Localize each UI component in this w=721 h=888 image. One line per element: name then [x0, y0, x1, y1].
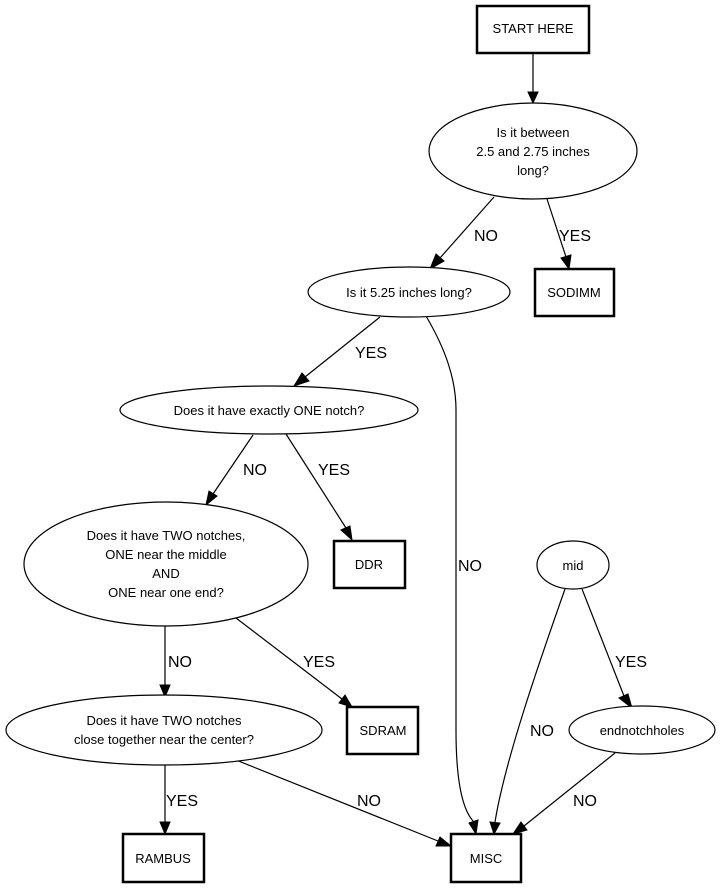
node-label: Does it have TWO notches — [86, 713, 242, 728]
edge-endnotchholes-to-misc: NO — [511, 752, 616, 835]
edge-label-yes: YES — [318, 462, 350, 479]
edge-q-length-525-to-misc: NO — [425, 315, 482, 836]
edge-label-no: NO — [474, 228, 498, 245]
node-mid: mid — [536, 540, 610, 590]
node-label: RAMBUS — [135, 851, 191, 866]
edge-label-yes: YES — [355, 345, 387, 362]
node-label: ONE near the middle — [105, 547, 226, 562]
edge-q-two-notches-mid-end-to-sdram: YES — [235, 617, 354, 708]
node-label: endnotchholes — [600, 723, 685, 738]
node-label: close together near the center? — [74, 732, 254, 747]
node-q-two-notches-mid-end: Does it have TWO notches, ONE near the m… — [23, 501, 309, 627]
node-label: SODIMM — [547, 285, 600, 300]
edge-label-no: NO — [357, 793, 381, 810]
node-label: START HERE — [493, 21, 574, 36]
edge-label-yes: YES — [166, 793, 198, 810]
edge-label-yes: YES — [559, 228, 591, 245]
node-label: DDR — [355, 557, 383, 572]
node-ddr: DDR — [332, 539, 407, 590]
edge-mid-to-misc: NO — [489, 588, 566, 836]
node-q-one-notch: Does it have exactly ONE notch? — [119, 385, 419, 435]
edge-label-no: NO — [573, 793, 597, 810]
edge-q-length-525-to-q-one-notch: YES — [292, 316, 387, 387]
node-start-here: START HERE — [475, 4, 591, 55]
edge-q-length-small-to-sodimm: YES — [546, 198, 591, 271]
edge-label-no: NO — [243, 462, 267, 479]
node-rambus: RAMBUS — [121, 832, 206, 884]
node-label: Does it have exactly ONE notch? — [174, 403, 365, 418]
edge-q-two-notches-mid-end-to-q-two-notches-center: NO — [159, 626, 192, 699]
node-misc: MISC — [449, 832, 523, 884]
edge-label-yes: YES — [303, 654, 335, 671]
node-label: AND — [152, 566, 179, 581]
node-label: ONE near one end? — [108, 585, 224, 600]
node-endnotchholes: endnotchholes — [568, 705, 716, 755]
node-label: MISC — [470, 851, 503, 866]
edge-q-one-notch-to-q-two-notches-mid-end: NO — [205, 434, 267, 507]
edge-label-no: NO — [530, 723, 554, 740]
edge-label-yes: YES — [615, 654, 647, 671]
node-sodimm: SODIMM — [533, 267, 616, 318]
edge-mid-to-endnotchholes: YES — [581, 588, 647, 710]
node-q-length-small: Is it between 2.5 and 2.75 inches long? — [428, 102, 638, 200]
edge-q-two-notches-center-to-misc: NO — [235, 759, 453, 847]
node-label: Does it have TWO notches, — [87, 528, 246, 543]
node-q-length-525: Is it 5.25 inches long? — [307, 266, 511, 318]
edge-label-no: NO — [458, 558, 482, 575]
node-label: Is it 5.25 inches long? — [346, 285, 472, 300]
node-label: 2.5 and 2.75 inches — [476, 144, 590, 159]
node-label: mid — [563, 558, 584, 573]
edge-q-one-notch-to-ddr: YES — [285, 433, 353, 542]
edge-q-length-small-to-q-length-525: NO — [429, 196, 498, 271]
node-sdram: SDRAM — [345, 705, 420, 756]
edge-q-two-notches-center-to-rambus: YES — [159, 765, 198, 836]
node-q-two-notches-center: Does it have TWO notches close together … — [5, 694, 323, 766]
edge-start-to-q-length-small — [527, 53, 539, 105]
node-label: Is it between — [497, 125, 570, 140]
edge-label-no: NO — [168, 654, 192, 671]
node-label: SDRAM — [360, 723, 407, 738]
node-label: long? — [517, 163, 549, 178]
